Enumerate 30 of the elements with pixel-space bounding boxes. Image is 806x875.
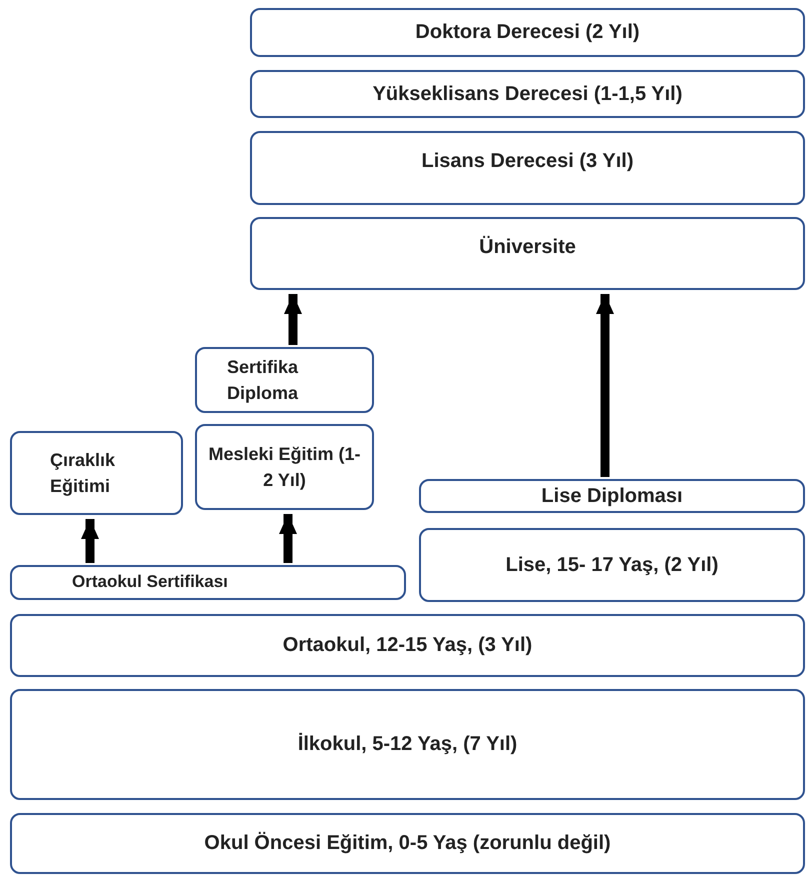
arrow bbox=[279, 514, 297, 563]
level-label: Lise Diploması bbox=[541, 484, 683, 508]
level-box bbox=[250, 131, 805, 205]
level-label: Üniversite bbox=[479, 234, 576, 260]
level-label: Lise, 15- 17 Yaş, (2 Yıl) bbox=[506, 552, 718, 578]
level-box bbox=[195, 424, 374, 510]
level-box bbox=[10, 689, 805, 800]
level-box bbox=[10, 614, 805, 677]
level-label: Ortaokul, 12-15 Yaş, (3 Yıl) bbox=[282, 633, 532, 658]
level-label: Doktora Derecesi (2 Yıl) bbox=[415, 20, 640, 45]
level-label: Çıraklık Eğitimi bbox=[50, 448, 116, 498]
level-label: Okul Öncesi Eğitim, 0-5 Yaş (zorunlu değil) bbox=[204, 830, 611, 856]
level-box bbox=[250, 217, 805, 290]
level-label: Lisans Derecesi (3 Yıl) bbox=[422, 149, 634, 174]
level-box bbox=[419, 528, 805, 602]
level-box bbox=[250, 70, 805, 118]
level-box bbox=[250, 8, 805, 57]
level-label: İlkokul, 5-12 Yaş, (7 Yıl) bbox=[298, 732, 518, 757]
level-label: Mesleki Eğitim (1-2 Yıl) bbox=[207, 442, 362, 492]
arrow bbox=[81, 519, 99, 563]
level-box bbox=[10, 431, 183, 515]
level-label: Ortaokul Sertifikası bbox=[72, 571, 228, 594]
level-box bbox=[10, 565, 406, 600]
level-box bbox=[10, 813, 805, 874]
level-label: Sertifika Diploma bbox=[227, 356, 300, 405]
level-label: Yükseklisans Derecesi (1-1,5 Yıl) bbox=[372, 82, 682, 106]
arrow bbox=[284, 294, 302, 345]
level-box bbox=[195, 347, 374, 413]
level-box bbox=[419, 479, 805, 513]
arrow bbox=[596, 294, 614, 477]
